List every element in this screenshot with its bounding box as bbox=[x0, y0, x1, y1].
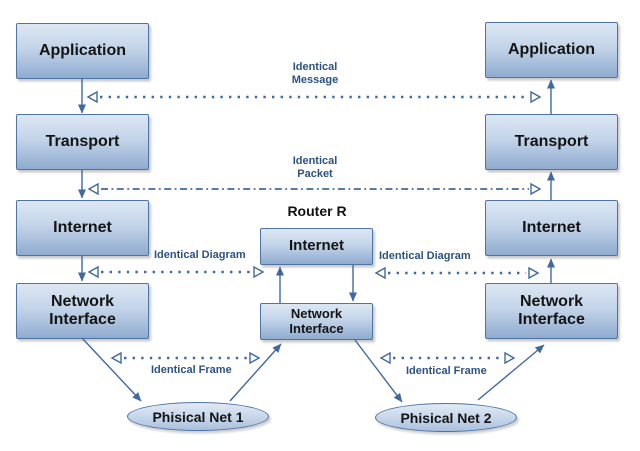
arrow-router-network-interface-to-net2 bbox=[354, 339, 403, 403]
layer-label: Network Interface bbox=[289, 305, 344, 336]
router-network-interface-box: Network Interface bbox=[260, 303, 373, 340]
identical-frame-left-label: Identical Frame bbox=[151, 364, 232, 376]
arrow-net1-to-router-network-interface bbox=[229, 343, 282, 402]
layer-label: Network Interface bbox=[49, 293, 116, 328]
open-arrowhead-frame-right-b bbox=[504, 351, 516, 365]
physical-net-1: Phisical Net 1 bbox=[127, 402, 269, 431]
layer-label: Network Interface bbox=[518, 293, 585, 328]
layer-label: Internet bbox=[53, 219, 112, 237]
open-arrowhead-frame-right-a bbox=[379, 351, 391, 365]
left-stack-transport-box: Transport bbox=[16, 114, 149, 170]
layer-label: Application bbox=[38, 42, 127, 60]
layer-label: Internet bbox=[288, 237, 344, 255]
open-arrowhead-message-left bbox=[86, 90, 98, 104]
open-arrowhead-packet-right bbox=[530, 182, 542, 196]
net-label: Phisical Net 1 bbox=[152, 408, 244, 425]
left-stack-application-box: Application bbox=[16, 23, 149, 79]
arrow-left-network-interface-to-net1 bbox=[81, 337, 142, 402]
open-arrowhead-packet-left bbox=[87, 182, 99, 196]
net-label: Phisical Net 2 bbox=[400, 409, 492, 426]
open-arrowhead-message-right bbox=[530, 90, 542, 104]
right-stack-transport-box: Transport bbox=[485, 114, 618, 170]
layer-label: Internet bbox=[522, 219, 581, 237]
open-arrowhead-frame-left-a bbox=[110, 351, 122, 365]
layer-label: Application bbox=[507, 41, 596, 59]
right-stack-network-interface-box: Network Interface bbox=[485, 283, 618, 339]
identical-diagram-right-label: Identical Diagram bbox=[379, 250, 471, 262]
router-title: Router R bbox=[287, 203, 347, 219]
identical-message-label: Identical Message bbox=[291, 61, 339, 86]
physical-net-2: Phisical Net 2 bbox=[375, 403, 517, 432]
identical-diagram-left-label: Identical Diagram bbox=[154, 249, 246, 261]
open-arrowhead-diagram-right-a bbox=[374, 266, 386, 280]
open-arrowhead-diagram-right-b bbox=[528, 266, 540, 280]
layer-label: Transport bbox=[514, 133, 589, 151]
right-stack-internet-box: Internet bbox=[485, 200, 618, 256]
right-stack-application-box: Application bbox=[485, 22, 618, 78]
layer-label: Transport bbox=[45, 133, 120, 151]
arrow-net2-to-right-network-interface bbox=[477, 344, 545, 401]
left-stack-network-interface-box: Network Interface bbox=[16, 283, 149, 339]
left-stack-internet-box: Internet bbox=[16, 200, 149, 256]
open-arrowhead-diagram-left-b bbox=[253, 265, 265, 279]
open-arrowhead-frame-left-b bbox=[249, 351, 261, 365]
identical-frame-right-label: Identical Frame bbox=[406, 365, 487, 377]
open-arrowhead-diagram-left-a bbox=[87, 265, 99, 279]
router-internet-box: Internet bbox=[260, 228, 373, 265]
identical-packet-label: Identical Packet bbox=[292, 155, 338, 180]
